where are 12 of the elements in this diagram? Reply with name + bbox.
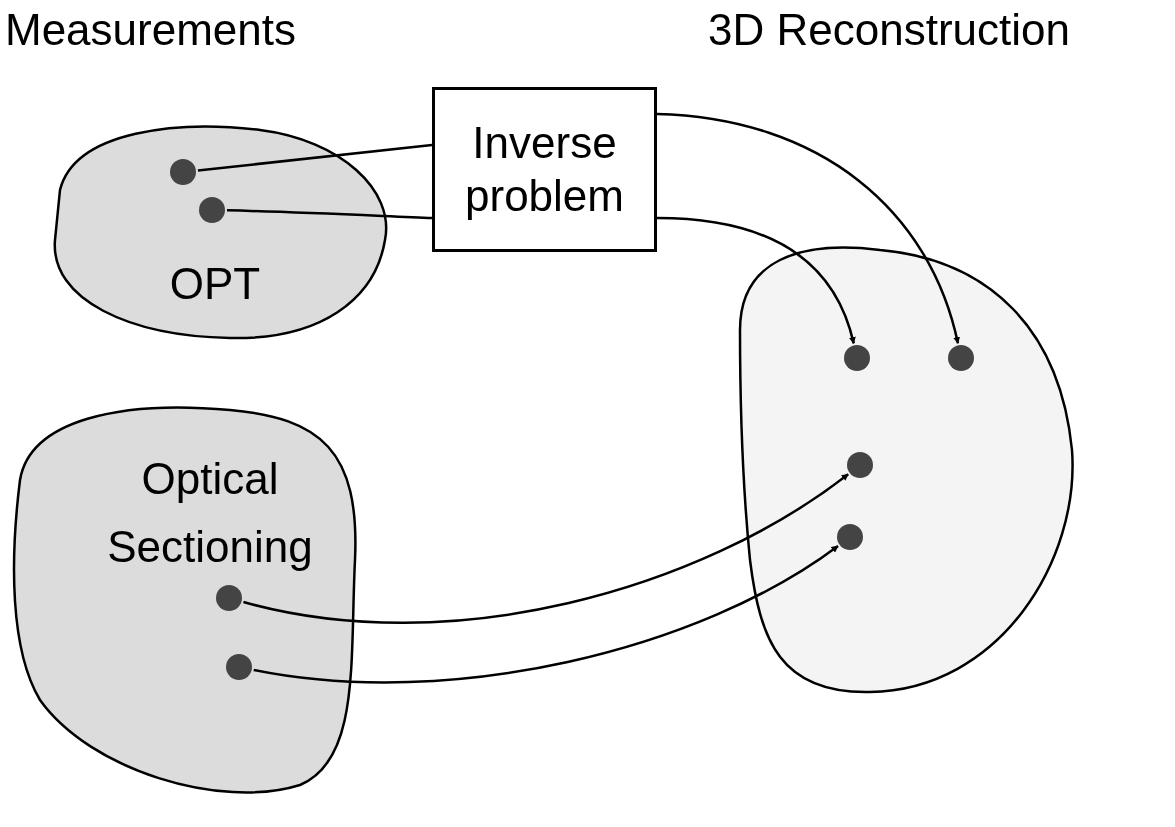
region-label: Optical Sectioning bbox=[106, 453, 314, 574]
arrow bbox=[253, 545, 839, 684]
arrow bbox=[243, 473, 849, 624]
box-label: Inverse problem bbox=[464, 116, 625, 222]
arrow bbox=[656, 216, 856, 345]
region-label: OPT bbox=[168, 258, 262, 310]
column-heading: Measurements bbox=[5, 8, 296, 52]
process-box bbox=[432, 87, 657, 252]
arrow bbox=[656, 112, 960, 344]
connector-line bbox=[226, 209, 433, 220]
connector-line bbox=[197, 143, 433, 172]
column-heading: 3D Reconstruction bbox=[708, 8, 1070, 52]
